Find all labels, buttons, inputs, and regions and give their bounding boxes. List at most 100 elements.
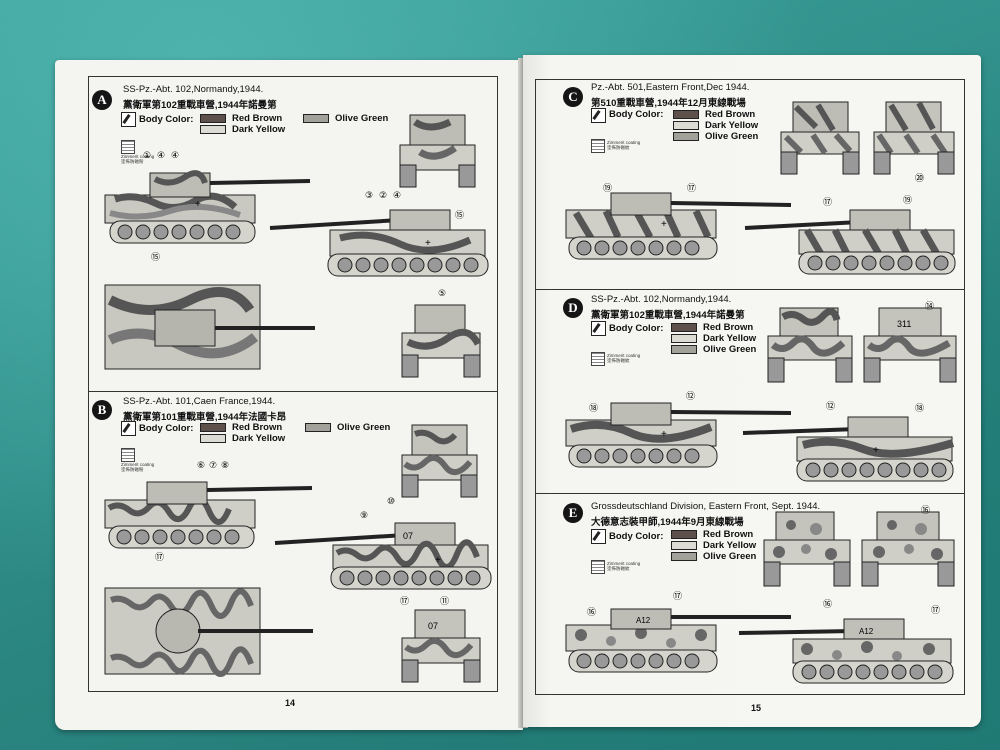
tank-rear-view-c [873,101,955,175]
svg-text:⑰: ⑰ [823,197,832,207]
svg-text:+: + [435,555,441,566]
tank-front-view-c [780,101,860,175]
callout: ⑮ [151,252,160,262]
zimmerit-icon [591,139,605,153]
callout: ⑨ [360,510,368,520]
callout: ⑭ [925,301,934,311]
callout: ⑫ [826,401,835,411]
callout: ⑱ [589,403,598,413]
tank-rear-view-b: 07 [401,609,481,683]
callout: ① [143,150,151,160]
tank-side-view-c2 [744,209,956,275]
svg-text:⑪: ⑪ [440,596,449,606]
callout: ⑥ [197,460,205,470]
color-swatch [671,345,697,354]
page-frame [535,79,965,695]
color-swatch [673,132,699,141]
section-subtitle: 第510重戰車營,1944年12月東線戰場 [591,98,746,109]
paintbrush-icon [121,112,136,127]
section-title: SS-Pz.-Abt. 102,Normandy,1944. [591,294,732,305]
svg-text:⑰: ⑰ [687,183,696,193]
callout: ⑪ [440,596,449,606]
color-key-red-brown: Red Brown [673,109,755,120]
callout: ② [379,190,387,200]
callout: ③ [365,190,373,200]
section-title: Pz.-Abt. 501,Eastern Front,Dec 1944. [591,82,750,93]
svg-text:+: + [661,219,667,230]
svg-text:⑫: ⑫ [686,391,695,401]
zimmerit-icon [121,448,135,462]
paintbrush-icon [591,108,606,123]
body-color-label: Body Color: [139,423,194,434]
color-swatch [200,114,226,123]
callout-group-a2: ③ ② ④ [365,190,401,200]
callout: ⑰ [673,591,682,601]
tank-side-view-b1 [104,481,313,549]
page-number: 15 [751,703,762,713]
page-number: 14 [285,698,296,708]
callout: ⑯ [587,607,596,617]
svg-text:⑮: ⑮ [455,210,464,220]
svg-text:⑲: ⑲ [603,183,612,193]
callout: ⑯ [921,505,930,515]
svg-text:⑰: ⑰ [931,605,940,615]
tank-rear-view-d: 311 [863,307,957,383]
tank-side-view-d1: + [565,402,792,468]
color-key-olive-green: Olive Green [673,131,758,142]
callout: ⑮ [455,210,464,220]
tank-side-view-a2: + [269,209,489,277]
page-frame [88,76,498,692]
turret-number: 311 [897,319,911,329]
svg-text:+: + [425,238,431,249]
svg-text:07: 07 [403,531,413,541]
color-key-dark-yellow: Dark Yellow [671,540,756,551]
callout: ④ [393,190,401,200]
tank-front-view-b [401,424,478,498]
section-badge-a: A [92,90,112,110]
color-key-olive-green: Olive Green [671,551,756,562]
manual-page-right: C Pz.-Abt. 501,Eastern Front,Dec 1944. 第… [523,55,981,727]
tank-side-view-e2: A12 [738,618,954,684]
section-divider [535,289,964,290]
tank-front-view-e [763,511,851,587]
tank-side-view-c1: + [565,192,792,260]
svg-text:⑩: ⑩ [387,496,395,506]
color-swatch [200,423,226,432]
svg-text:⑯: ⑯ [587,607,596,617]
color-key-red-brown: Red Brown [200,422,282,433]
color-swatch [200,125,226,134]
color-swatch [671,530,697,539]
color-swatch [303,114,329,123]
callout: ⑰ [687,183,696,193]
svg-text:⑯: ⑯ [823,599,832,609]
color-swatch [673,110,699,119]
manual-page-left: A SS-Pz.-Abt. 102,Normandy,1944. 黨衛軍第102… [55,60,523,730]
color-key-olive-green: Olive Green [303,113,388,124]
callout: ⑲ [603,183,612,193]
section-subtitle: 黨衛軍第102重戰車營,1944年諾曼第 [591,310,745,321]
paintbrush-icon [591,529,606,544]
svg-text:07: 07 [428,621,438,631]
svg-text:⑱: ⑱ [915,403,924,413]
body-color-label: Body Color: [139,114,194,125]
section-badge-b: B [92,400,112,420]
color-key-olive-green: Olive Green [671,344,756,355]
callout-group-b1: ⑥ ⑦ ⑧ [197,460,229,470]
svg-text:⑱: ⑱ [589,403,598,413]
callout: ⑦ [209,460,217,470]
tank-side-view-a1: + [104,170,311,244]
section-subtitle: 大德意志裝甲師,1944年9月東線戰場 [591,517,744,528]
tank-side-view-e1: A12 [565,608,791,673]
zimmerit-icon [591,352,605,366]
callout: ⑧ [221,460,229,470]
svg-text:⑯: ⑯ [921,505,930,515]
color-key-dark-yellow: Dark Yellow [673,120,758,131]
body-color-label: Body Color: [609,109,664,120]
tank-top-view-a [104,284,315,370]
svg-text:⑭: ⑭ [925,301,934,311]
